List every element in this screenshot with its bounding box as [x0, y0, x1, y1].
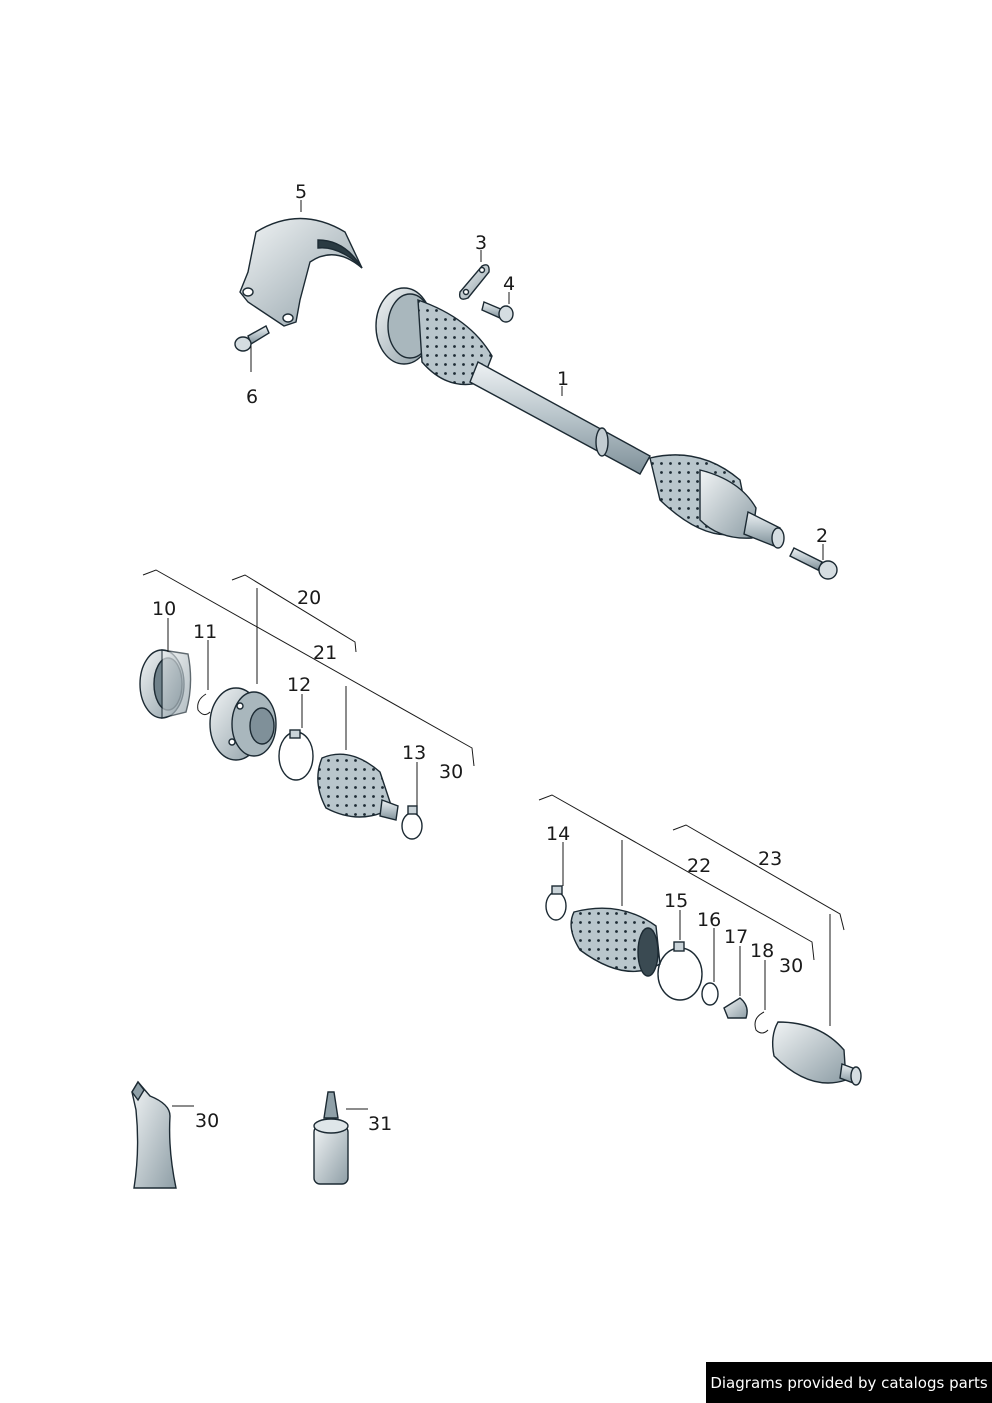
callout-30-left-group: 30	[439, 761, 463, 783]
callout-14: 14	[546, 823, 570, 845]
leader-lines	[142, 200, 845, 1110]
clamp-part-15	[657, 941, 703, 1001]
bolt-part-2	[789, 547, 838, 580]
callout-12: 12	[287, 674, 311, 696]
callout-30-right-group: 30	[779, 955, 803, 977]
callout-16: 16	[697, 909, 721, 931]
seal-cap-part-10	[139, 649, 192, 719]
sealant-bottle-part-31	[313, 1091, 349, 1185]
callout-6: 6	[246, 386, 258, 408]
lock-plate-part-3	[458, 264, 490, 300]
callout-17: 17	[724, 926, 748, 948]
callout-1: 1	[557, 368, 569, 390]
callout-20: 20	[297, 587, 321, 609]
callout-15: 15	[664, 890, 688, 912]
cv-joint-part-20	[209, 687, 277, 761]
callout-18: 18	[750, 940, 774, 962]
circlip-part-18	[754, 1011, 769, 1034]
heat-shield-part-5	[239, 217, 363, 327]
callout-4: 4	[503, 273, 515, 295]
callout-31: 31	[368, 1113, 392, 1135]
callout-labels: 1 2 3 4 5 6 10 11 12 13 20 21 30 14 15 1…	[152, 181, 828, 1135]
spacer-part-17	[723, 997, 748, 1019]
drive-shaft-part-1	[375, 287, 785, 549]
callout-5: 5	[295, 181, 307, 203]
callout-13: 13	[402, 742, 426, 764]
ring-part-16	[701, 982, 719, 1006]
callout-23: 23	[758, 848, 782, 870]
callout-2: 2	[816, 525, 828, 547]
bolt-part-4	[481, 301, 514, 323]
clamp-part-12	[278, 729, 314, 781]
circlip-part-11	[197, 693, 211, 716]
callout-30-grease: 30	[195, 1110, 219, 1132]
callout-22: 22	[687, 855, 711, 877]
callout-10: 10	[152, 598, 176, 620]
credit-text: Diagrams provided by catalogs parts	[710, 1373, 988, 1392]
clamp-part-13	[401, 805, 423, 840]
cv-joint-part-23	[771, 1021, 862, 1086]
clamp-part-14	[545, 885, 567, 921]
callout-3: 3	[475, 232, 487, 254]
bolt-part-6	[234, 325, 270, 352]
boot-part-22	[570, 907, 661, 977]
callout-11: 11	[193, 621, 217, 643]
boot-part-21	[317, 753, 399, 821]
grease-tube-part-30	[131, 1080, 177, 1189]
callout-21: 21	[313, 642, 337, 664]
credit-banner: Diagrams provided by catalogs parts	[706, 1362, 992, 1403]
